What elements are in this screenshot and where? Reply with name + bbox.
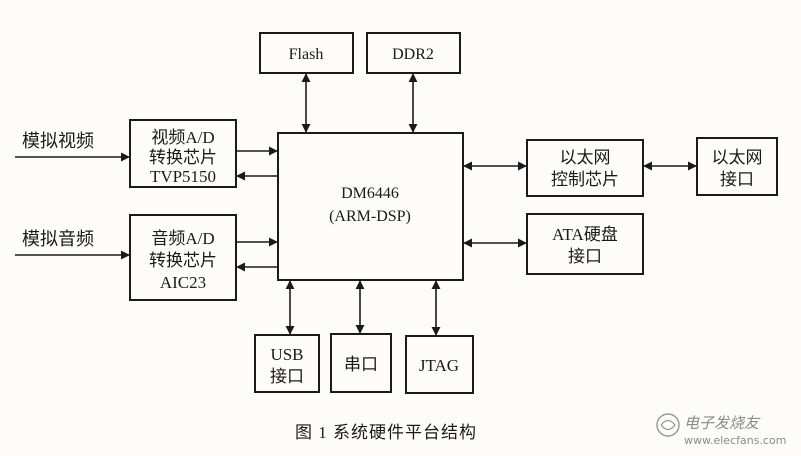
- jtag-box: [405, 335, 474, 394]
- jtag-label: JTAG: [419, 356, 459, 375]
- ata-line2: 接口: [568, 247, 602, 266]
- audio-ad-line2: 转换芯片: [149, 251, 217, 270]
- usb-line1: USB: [270, 345, 303, 364]
- flash-label: Flash: [289, 46, 324, 63]
- ata-box: [526, 213, 644, 275]
- watermark-logo-icon: [656, 413, 680, 437]
- audio-ad-line1: 音频A/D: [151, 229, 214, 248]
- video-ad-line3: TVP5150: [150, 167, 216, 186]
- flash-box: [259, 32, 354, 74]
- ata-line1: ATA硬盘: [552, 225, 618, 244]
- eth-ctrl-line1: 以太网: [560, 148, 611, 167]
- eth-port-line1: 以太网: [712, 148, 763, 167]
- ddr2-box: [366, 32, 461, 74]
- figure-caption: 图 1 系统硬件平台结构: [295, 423, 477, 442]
- dsp-label-line1: DM6446: [341, 185, 399, 202]
- watermark-url: www.elecfans.com: [684, 434, 786, 447]
- video-ad-box: [129, 119, 237, 188]
- ddr2-label: DDR2: [392, 46, 434, 63]
- eth-ctrl-line2: 控制芯片: [551, 170, 619, 189]
- video-ad-line1: 视频A/D: [151, 128, 214, 147]
- dsp-box: [277, 132, 464, 281]
- serial-label: 串口: [344, 355, 378, 374]
- video-ad-line2: 转换芯片: [149, 148, 217, 167]
- video-input-label: 模拟视频: [22, 131, 94, 151]
- watermark-brand: 电子发烧友: [684, 414, 761, 432]
- serial-box: [330, 333, 392, 393]
- dsp-label-line2: (ARM-DSP): [329, 208, 411, 225]
- audio-ad-line3: AIC23: [160, 273, 206, 292]
- usb-line2: 接口: [270, 367, 304, 386]
- elecfans-watermark: 电子发烧友 www.elecfans.com: [656, 413, 786, 447]
- audio-ad-box: [129, 214, 237, 301]
- usb-box: [254, 334, 320, 393]
- audio-input-label: 模拟音频: [22, 229, 94, 249]
- eth-ctrl-box: [526, 139, 644, 197]
- eth-port-line2: 接口: [720, 170, 754, 189]
- eth-port-box: [696, 137, 778, 196]
